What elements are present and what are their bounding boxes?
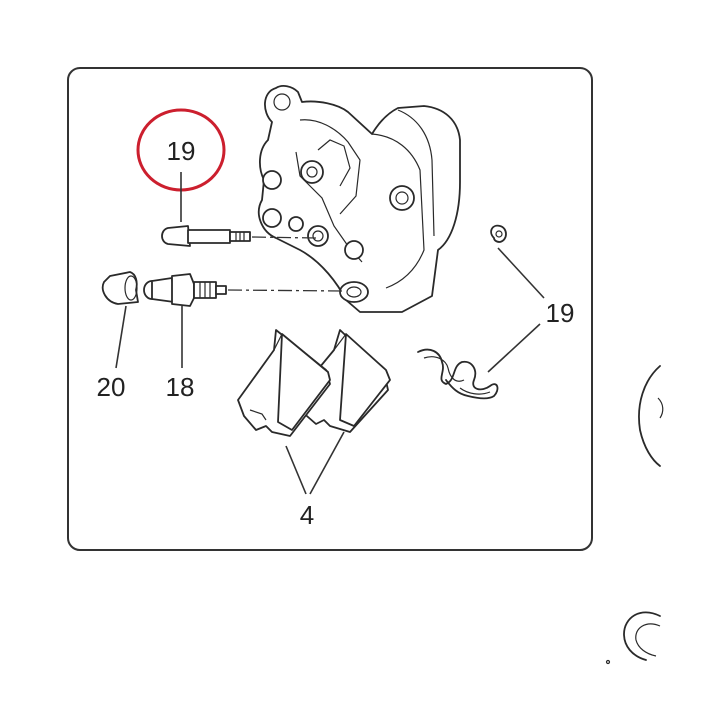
diagram-frame [67, 67, 593, 551]
retaining-pin [161, 225, 251, 247]
callout-19-pin: 19 [167, 136, 196, 166]
bleed-valve [143, 273, 227, 307]
bleed-cap [101, 271, 139, 305]
caliper-body [257, 85, 461, 313]
callout-18: 18 [166, 372, 195, 402]
callout-20: 20 [97, 372, 126, 402]
brake-pad-front [237, 329, 331, 437]
callout-19-clip: 19 [546, 298, 575, 328]
pad-spring [417, 348, 499, 400]
callout-4: 4 [300, 500, 314, 530]
small-clip [490, 224, 507, 243]
neighbor-figure-fragment [605, 365, 664, 665]
